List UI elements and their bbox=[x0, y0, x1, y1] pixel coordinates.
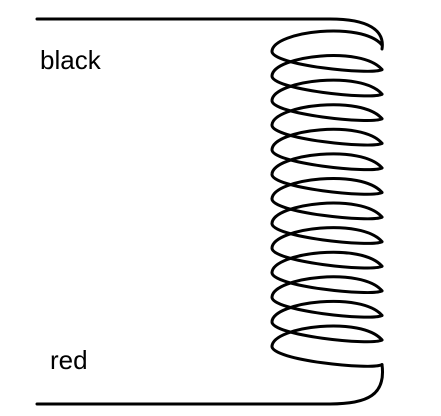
coil bbox=[35, 17, 385, 406]
coil-turn bbox=[270, 152, 384, 196]
coil-turn bbox=[270, 299, 384, 344]
coil-turn bbox=[270, 103, 384, 147]
bottom-lead-wire bbox=[35, 363, 385, 406]
coil-turn bbox=[270, 324, 384, 368]
coil-turn bbox=[270, 127, 384, 172]
black-wire-label: black bbox=[40, 45, 102, 75]
red-wire-label: red bbox=[50, 345, 88, 375]
coil-turn bbox=[270, 54, 384, 98]
coil-turn bbox=[270, 201, 384, 245]
top-lead-wire bbox=[35, 17, 384, 51]
coil-turn bbox=[270, 176, 384, 221]
coil-turn bbox=[270, 29, 384, 73]
coil-turn bbox=[270, 226, 384, 270]
coil-turn bbox=[270, 78, 384, 122]
coil-turn bbox=[270, 250, 384, 295]
coil-turn bbox=[270, 275, 384, 319]
